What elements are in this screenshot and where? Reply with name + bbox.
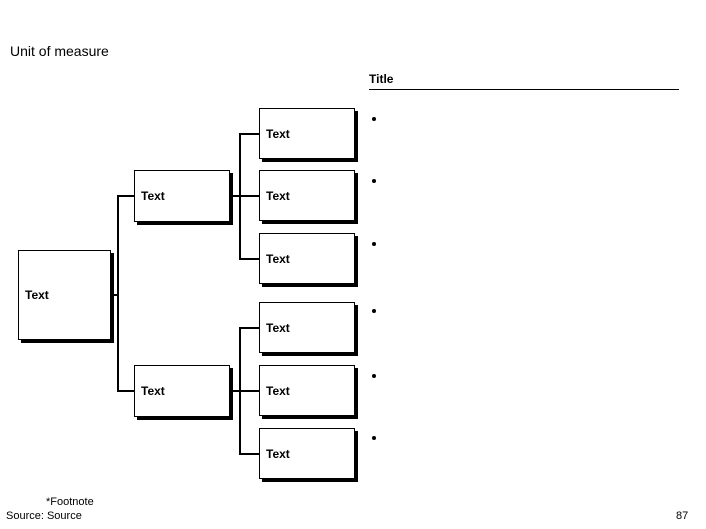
bullet-icon [372,309,376,313]
tree-node-leaf-4[interactable]: Text [259,302,355,353]
source-text: Source: Source [6,510,82,522]
bullet-icon [372,242,376,246]
title-divider [369,89,679,90]
bullet-item-3 [369,237,689,251]
tree-node-label: Text [266,383,290,398]
bullet-item-6 [369,431,689,445]
connector-branch-1-to-leaf-2 [239,195,260,197]
tree-node-label: Text [266,126,290,141]
tree-node-leaf-2[interactable]: Text [259,170,355,221]
title-block: Title [369,72,679,90]
tree-node-branch-2[interactable]: Text [134,365,230,417]
tree-node-label: Text [25,288,49,302]
page-title: Title [369,72,394,86]
tree-node-label: Text [266,320,290,335]
tree-node-leaf-3[interactable]: Text [259,233,355,284]
bullet-icon [372,117,376,121]
connector-branch-1-to-leaf-3 [239,258,260,260]
connector-root-stub [111,294,119,296]
tree-node-leaf-1[interactable]: Text [259,108,355,159]
tree-node-branch-1[interactable]: Text [134,170,230,222]
connector-branch-2-stub [230,390,241,392]
bullet-item-5 [369,369,689,383]
page-number: 87 [676,510,689,522]
bullet-item-4 [369,304,689,318]
connector-root-to-branch-1 [117,195,135,197]
tree-node-label: Text [266,188,290,203]
connector-branch-1-to-leaf-1 [239,133,260,135]
tree-node-leaf-5[interactable]: Text [259,365,355,416]
connector-root-spine [117,195,119,392]
unit-of-measure-label: Unit of measure [10,43,109,59]
connector-branch-2-to-leaf-2 [239,390,260,392]
tree-node-label: Text [141,189,165,203]
connector-branch-2-to-leaf-3 [239,453,260,455]
connector-branch-1-stub [230,195,241,197]
tree-node-label: Text [266,446,290,461]
tree-node-label: Text [141,384,165,398]
bullet-item-1 [369,112,689,126]
bullet-item-2 [369,174,689,188]
footnote-text: *Footnote [46,496,94,508]
bullet-icon [372,374,376,378]
connector-branch-2-to-leaf-1 [239,327,260,329]
tree-node-root[interactable]: Text [18,250,111,340]
tree-node-leaf-6[interactable]: Text [259,428,355,479]
bullet-icon [372,179,376,183]
connector-root-to-branch-2 [117,390,135,392]
tree-node-label: Text [266,251,290,266]
bullet-icon [372,436,376,440]
